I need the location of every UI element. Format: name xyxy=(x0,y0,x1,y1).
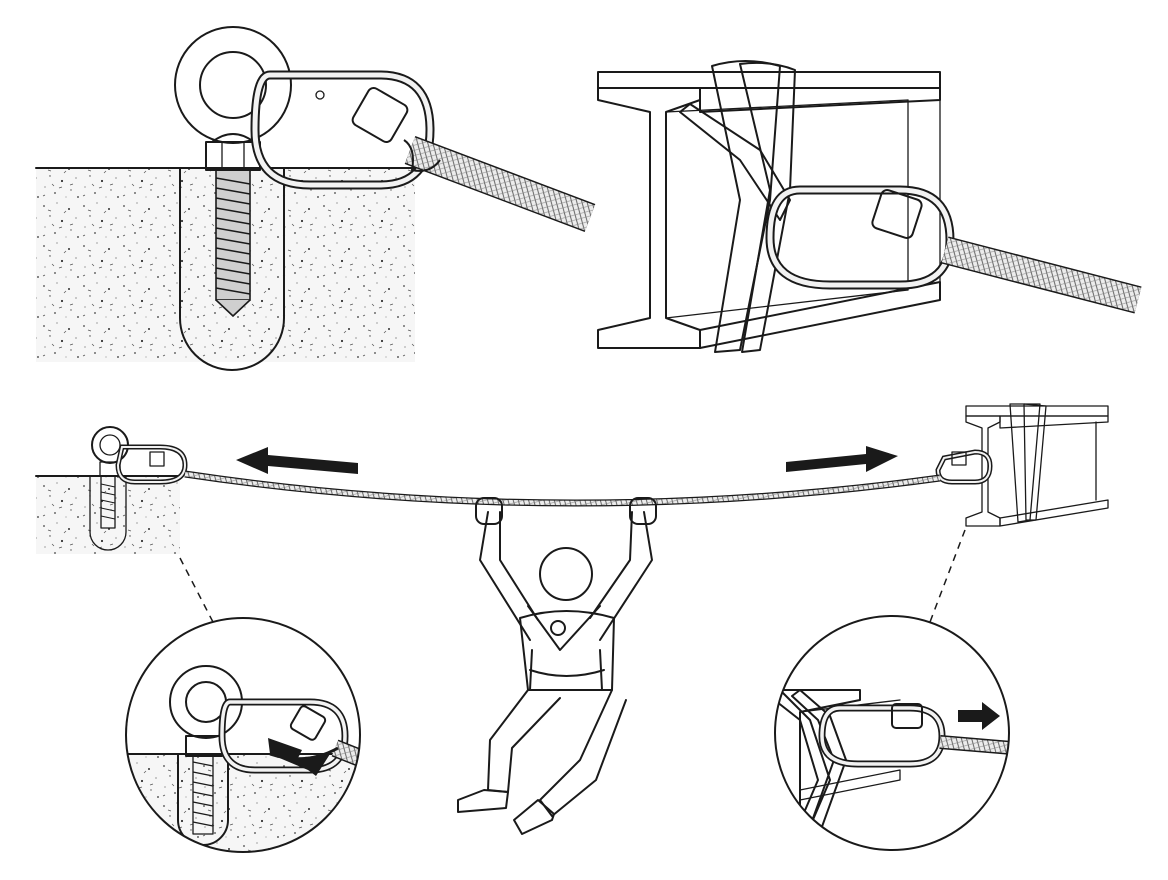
small-ibeam-anchor xyxy=(935,403,1109,527)
carabiner-detail-left xyxy=(250,70,435,190)
boot-left xyxy=(457,789,509,813)
rope-right-detail xyxy=(941,236,1142,314)
tension-arrow-right xyxy=(786,446,898,472)
threaded-shank xyxy=(215,169,251,318)
eyebolt-zoom xyxy=(125,617,361,853)
worker-head xyxy=(539,547,593,601)
ibeam-detail xyxy=(597,60,1142,353)
boot-right xyxy=(513,799,555,835)
leader-line-right xyxy=(929,529,966,623)
eyebolt-detail xyxy=(35,26,596,371)
worker-leg-right xyxy=(539,689,627,817)
worker-leg-left xyxy=(487,689,561,793)
zoom-right-arrow xyxy=(958,702,1000,730)
worker-figure xyxy=(457,497,657,835)
anchor-bore-hole xyxy=(179,167,285,371)
lifeline-rope xyxy=(184,470,941,507)
small-concrete-anchor xyxy=(35,426,188,554)
zoom-left-arrow xyxy=(268,738,330,776)
overview xyxy=(35,403,1109,835)
safety-harness xyxy=(527,605,605,691)
rope-left-detail xyxy=(403,135,596,233)
ibeam xyxy=(597,71,941,349)
tension-arrow-left xyxy=(236,447,358,474)
ibeam-zoom xyxy=(774,615,1010,851)
webbing-sling xyxy=(679,60,796,353)
leader-line-left xyxy=(179,557,215,625)
eyebolt-ring xyxy=(174,26,292,144)
carabiner-detail-right xyxy=(765,185,955,290)
